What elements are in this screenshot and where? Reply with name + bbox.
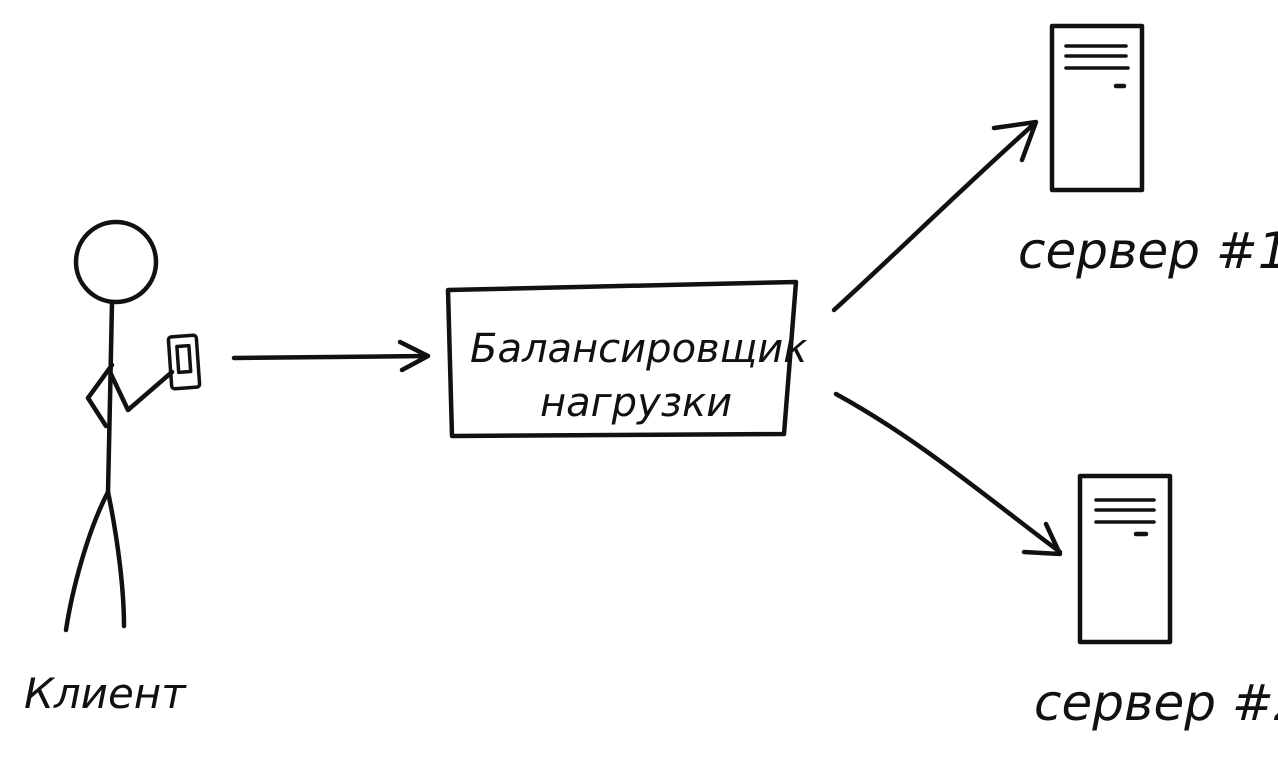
phone-icon [166,333,202,391]
client-left-arm [85,362,115,429]
server-1-label: сервер #1 [1018,222,1278,280]
client-body [105,299,115,495]
load-balancer-label-line2: нагрузки [540,380,732,426]
server-2-label: сервер #2 [1034,674,1278,732]
client-left-leg [63,489,111,633]
client-right-arm [107,369,175,413]
client-label: Клиент [24,669,187,718]
load-balancer-label-line1: Балансировщик [470,326,807,372]
client-head [73,219,159,305]
client-figure [63,219,202,633]
arrow-balancer-to-server1 [831,119,1039,313]
arrow-client-to-balancer [231,339,431,373]
load-balancer-box [445,279,799,439]
client-right-leg [105,489,127,629]
arrow-balancer-to-server2 [833,391,1063,557]
server-2-icon [1077,473,1173,645]
server-1-icon [1049,23,1145,193]
